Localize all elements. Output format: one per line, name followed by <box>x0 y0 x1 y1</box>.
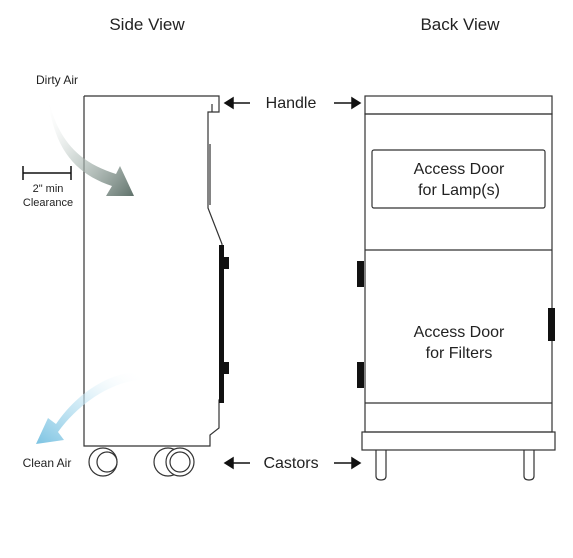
handle-arrowhead-right <box>351 96 362 110</box>
back-view-unit <box>361 95 556 481</box>
side-wheel-back-inner <box>96 451 118 473</box>
side-latch-knob-top <box>224 257 229 269</box>
back-base <box>361 431 556 451</box>
back-latch-right <box>548 308 555 341</box>
back-castor-right <box>523 450 535 481</box>
clean-air-label: Clean Air <box>23 456 72 470</box>
side-view-body-outline <box>83 95 223 447</box>
castors-arrowhead-left <box>223 456 234 470</box>
lamp-door-label-line2: for Lamp(s) <box>418 182 500 199</box>
side-castors <box>88 447 195 477</box>
lamp-access-door <box>371 149 546 209</box>
back-castor-left <box>375 450 387 481</box>
handle-arrows <box>223 96 362 110</box>
clearance-label-line2: Clearance <box>23 197 73 209</box>
side-wheel-front-hub <box>169 451 191 473</box>
dirty-air-arrow <box>48 98 134 196</box>
back-handle-band <box>364 95 553 115</box>
handle-label: Handle <box>266 95 317 112</box>
filter-door-label-line2: for Filters <box>426 345 493 362</box>
side-latch-knob-bottom <box>224 362 229 374</box>
handle-arrowhead-left <box>223 96 234 110</box>
side-view-unit <box>83 95 223 447</box>
clearance-indicator <box>22 166 72 180</box>
castors-label: Castors <box>263 455 318 472</box>
clean-air-arrow <box>36 372 140 444</box>
back-latch-left-top <box>357 261 364 287</box>
dirty-air-label: Dirty Air <box>36 73 78 87</box>
filter-door-label-line1: Access Door <box>414 324 505 341</box>
back-view-title: Back View <box>420 15 500 34</box>
lamp-door-label-line1: Access Door <box>414 161 505 178</box>
castors-arrows <box>223 456 362 470</box>
back-latch-left-bottom <box>357 362 364 388</box>
side-view-title: Side View <box>109 15 185 34</box>
clearance-label-line1: 2" min <box>33 183 64 195</box>
castors-arrowhead-right <box>351 456 362 470</box>
side-latch-top <box>219 245 224 403</box>
